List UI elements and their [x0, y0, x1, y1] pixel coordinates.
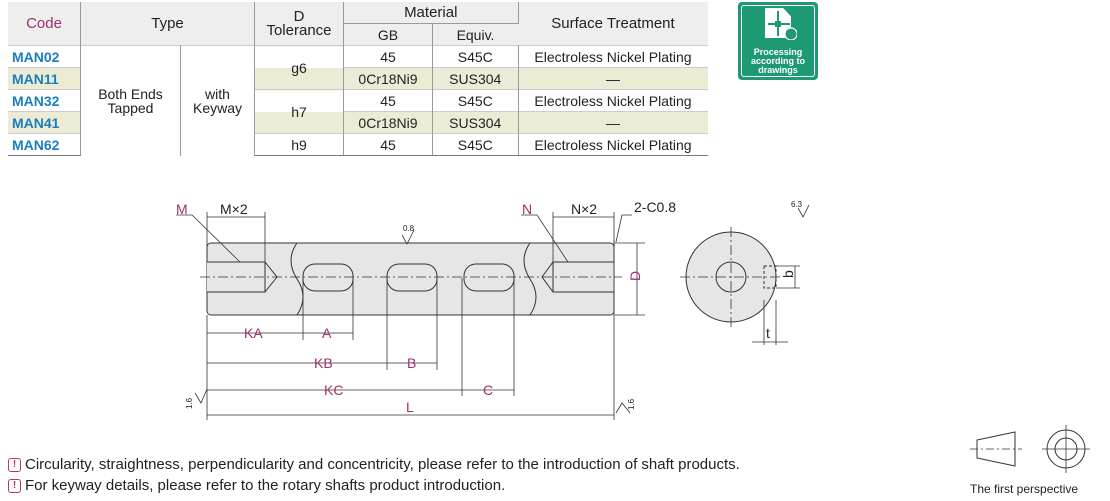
tolerance-cell: h9: [254, 133, 344, 156]
crosshair-icon: [768, 11, 797, 40]
label-d: D: [627, 271, 643, 281]
header-type: Type: [80, 2, 255, 46]
surface-cell: —: [518, 111, 708, 134]
tolerance-cell: g6: [254, 45, 344, 90]
note-item: !Circularity, straightness, perpendicula…: [8, 454, 740, 475]
label-kb: KB: [314, 355, 333, 371]
warning-icon: !: [8, 457, 21, 472]
label-n-depth: N×2: [571, 201, 597, 217]
label-a: A: [322, 325, 332, 341]
code-cell: MAN02: [8, 45, 81, 68]
header-material: Material: [343, 2, 519, 24]
first-angle-projection-icon: [970, 425, 1090, 473]
roughness-general: 6.3: [791, 200, 803, 209]
header-equiv: Equiv.: [432, 23, 518, 46]
gb-cell: 0Cr18Ni9: [343, 111, 433, 134]
gb-cell: 45: [343, 45, 433, 68]
code-cell: MAN62: [8, 133, 81, 156]
type-feature-cell: with Keyway: [180, 45, 255, 156]
header-gb: GB: [343, 23, 433, 46]
surface-cell: Electroless Nickel Plating: [518, 89, 708, 112]
code-cell: MAN32: [8, 89, 81, 112]
processing-badge: Processing according to drawings: [738, 2, 818, 80]
notes: !Circularity, straightness, perpendicula…: [8, 454, 740, 496]
roughness-top: 0.8: [403, 224, 415, 233]
projection-label: The first perspective: [970, 482, 1079, 496]
label-c: C: [483, 382, 493, 398]
label-m: M: [176, 201, 188, 217]
code-cell: MAN41: [8, 111, 81, 134]
badge-text: Processing according to drawings: [750, 47, 805, 75]
keyway-slot: [302, 263, 354, 292]
gb-cell: 0Cr18Ni9: [343, 67, 433, 90]
roughness-left: 1.6: [185, 397, 194, 409]
dimension-lines: [176, 212, 645, 420]
break-line-left: [290, 242, 304, 316]
equiv-cell: S45C: [432, 45, 519, 68]
surface-cell: Electroless Nickel Plating: [518, 45, 708, 68]
keyway-slot: [463, 263, 515, 292]
type-end-cell: Both Ends Tapped: [80, 45, 181, 156]
note-item: !For keyway details, please refer to the…: [8, 475, 740, 496]
roughness-right: 1.6: [627, 398, 636, 410]
header-code: Code: [8, 2, 81, 46]
warning-icon: !: [8, 478, 21, 493]
label-kc: KC: [324, 382, 343, 398]
tolerance-cell: h7: [254, 89, 344, 134]
gb-cell: 45: [343, 89, 433, 112]
label-b: B: [407, 355, 416, 371]
label-ka: KA: [244, 325, 263, 341]
break-line-right: [523, 242, 537, 316]
equiv-cell: S45C: [432, 133, 519, 156]
surface-cell: —: [518, 67, 708, 90]
label-chamfer: 2-C0.8: [634, 199, 676, 215]
label-m-depth: M×2: [220, 201, 248, 217]
code-cell: MAN11: [8, 67, 81, 90]
surface-cell: Electroless Nickel Plating: [518, 133, 708, 156]
label-l: L: [406, 399, 414, 415]
equiv-cell: SUS304: [432, 111, 519, 134]
gb-cell: 45: [343, 133, 433, 156]
equiv-cell: S45C: [432, 89, 519, 112]
label-t: t: [766, 325, 770, 341]
label-b-width: b: [780, 270, 796, 278]
header-surface: Surface Treatment: [518, 2, 708, 46]
equiv-cell: SUS304: [432, 67, 519, 90]
keyway-slot: [386, 263, 438, 292]
label-n: N: [522, 201, 532, 217]
